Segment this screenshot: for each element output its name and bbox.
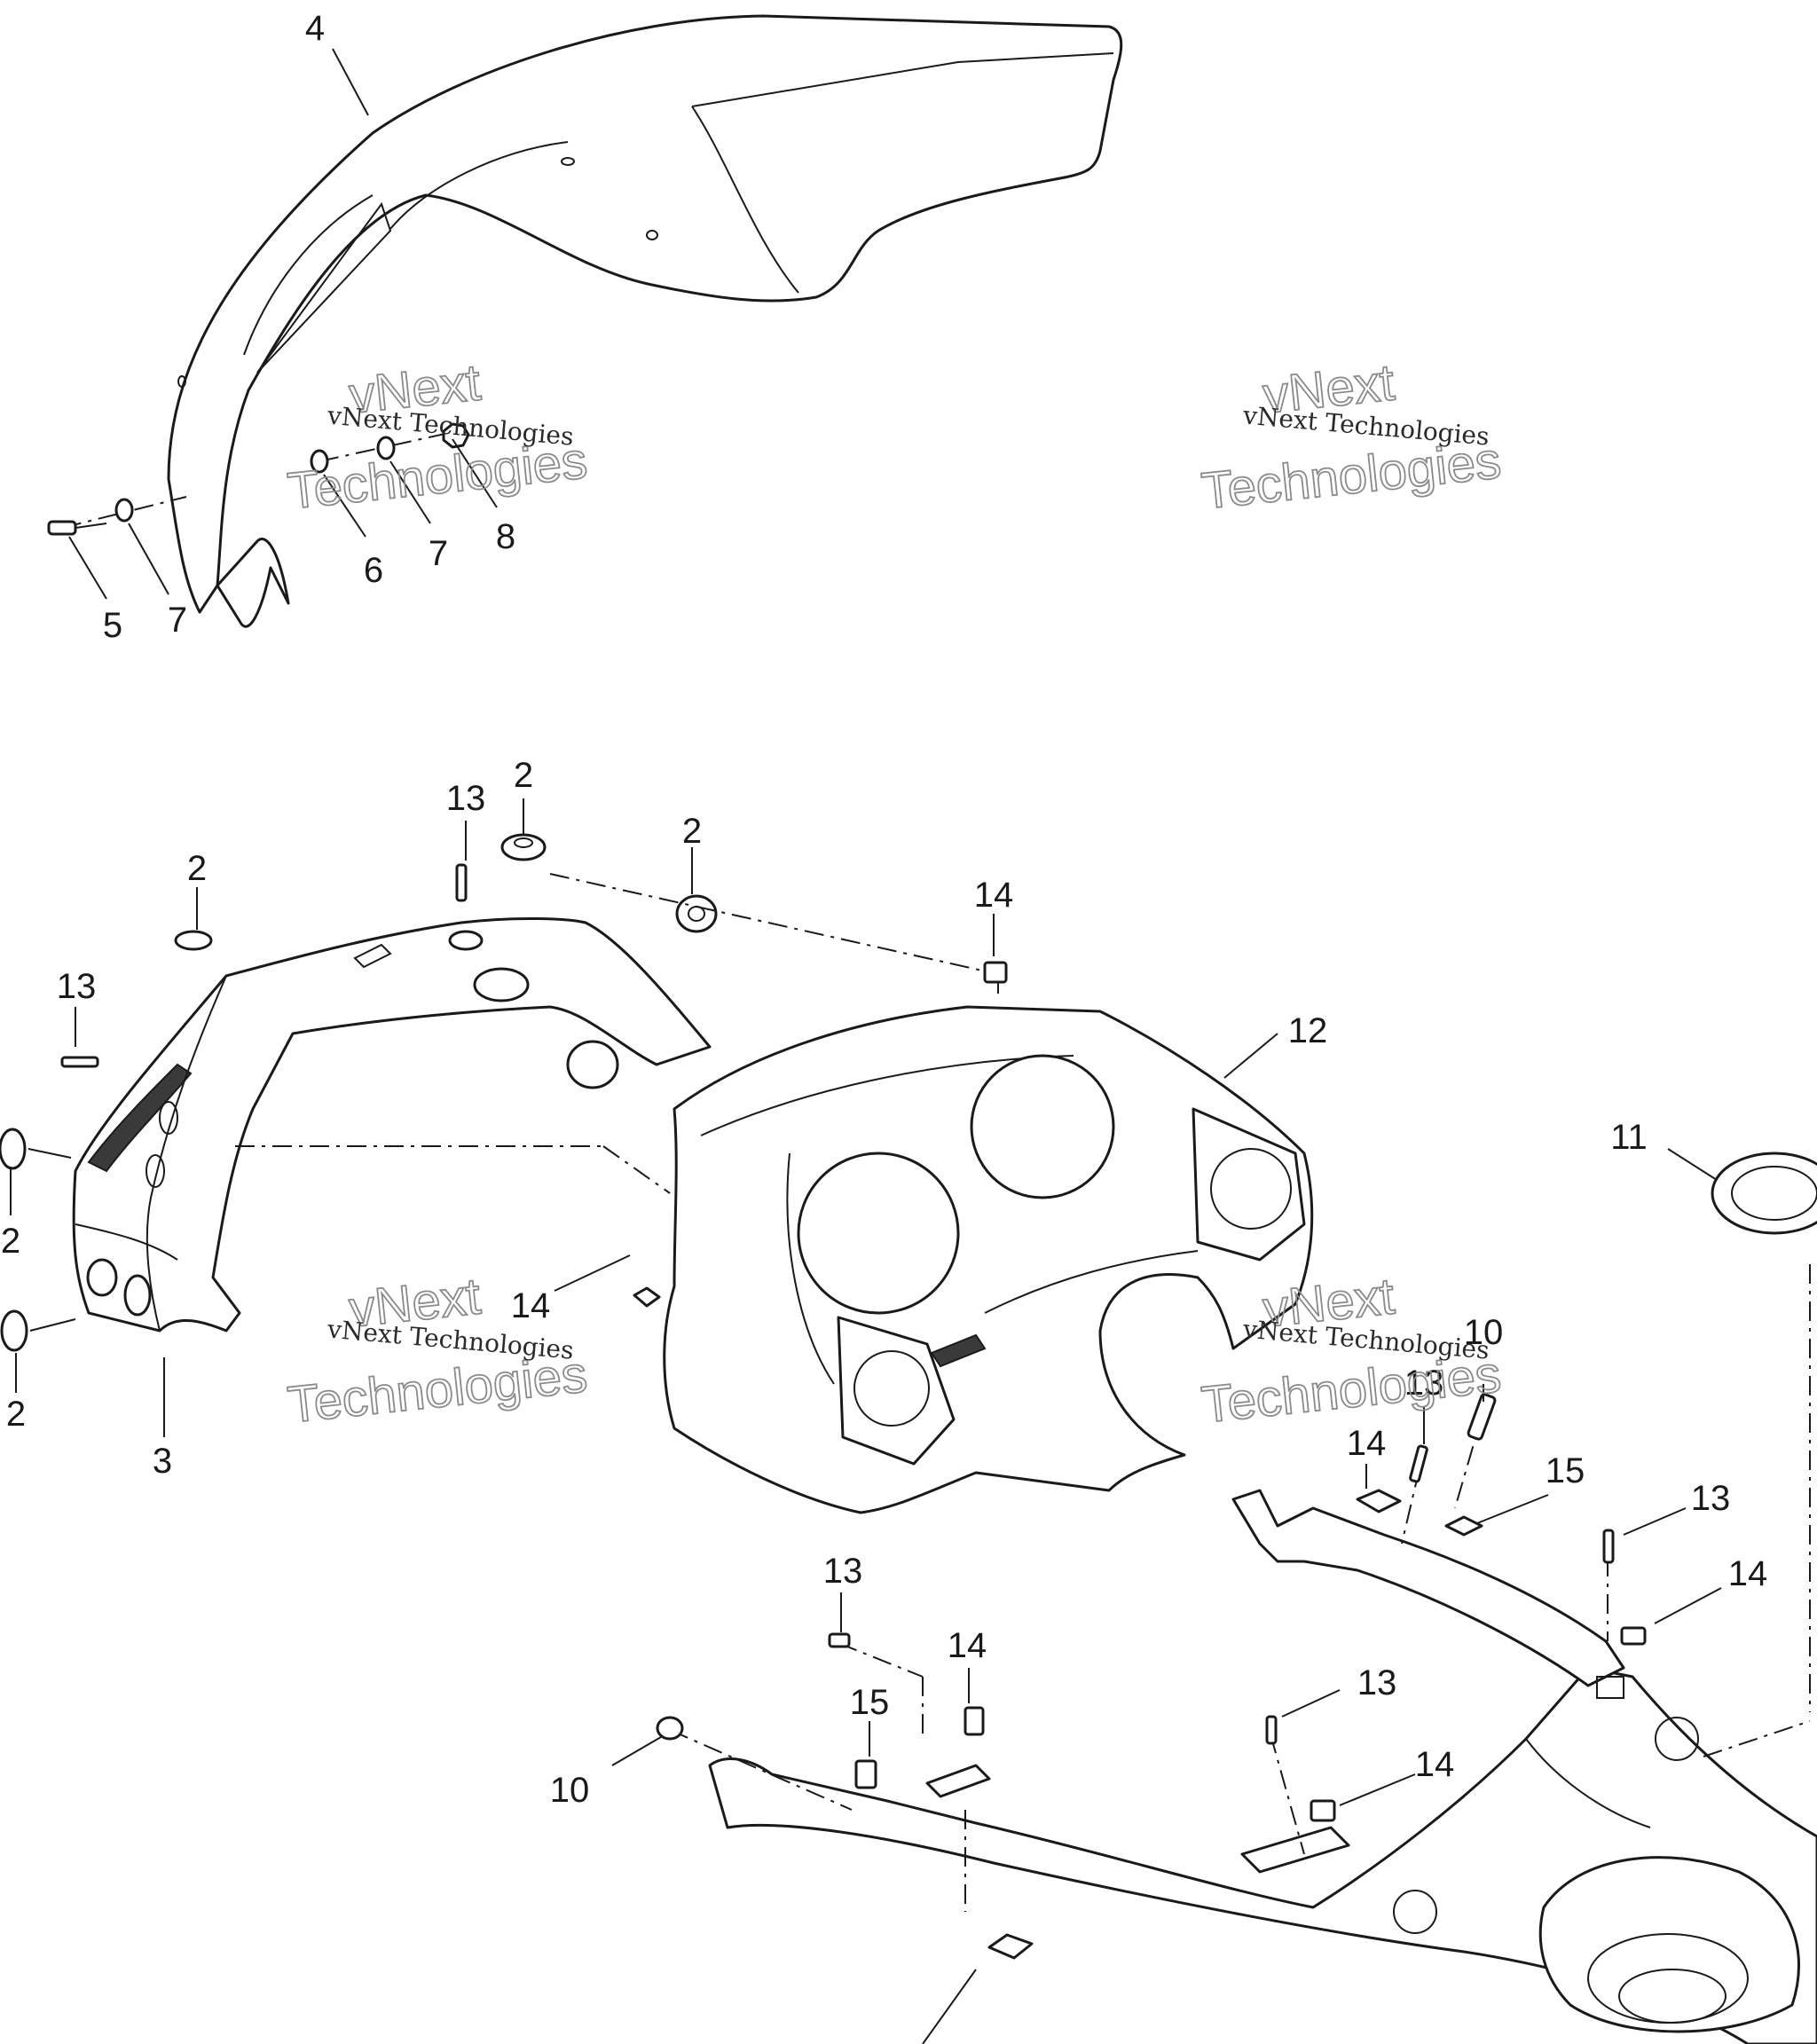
callout-screw-upper: 5 (103, 606, 122, 645)
callout-clip-lower-b: 14 (1415, 1745, 1455, 1784)
callout-washer-c: 6 (364, 551, 383, 590)
callout-bezel: 3 (153, 1442, 172, 1481)
callout-washer-a: 7 (168, 601, 187, 640)
callout-clip-left: 14 (511, 1286, 551, 1325)
callout-screw-lower-b: 13 (1357, 1663, 1397, 1702)
screw-13-right-a (1409, 1444, 1428, 1483)
screw-13-top (455, 863, 468, 902)
upper-hardware (47, 422, 470, 536)
lower-frame (708, 1489, 1817, 2044)
callout-clip-lower-a: 14 (948, 1626, 987, 1665)
callout-rivet-lower: 10 (550, 1771, 590, 1810)
leader-lines (10, 48, 1722, 2044)
clip-bottom (987, 1933, 1034, 1960)
grommets (0, 833, 718, 1352)
clip-14-right-a (1356, 1489, 1402, 1513)
bezel (72, 917, 712, 1333)
grommet-left-a (0, 1128, 27, 1170)
callout-clip-right-b: 14 (1728, 1554, 1768, 1593)
grommet-left-b (0, 1309, 28, 1352)
washer-7b (376, 436, 396, 460)
callout-grommet-top-b: 2 (682, 812, 702, 851)
clip-14-right-b (1620, 1626, 1647, 1646)
clip-14-lower-a (964, 1706, 985, 1736)
callout-rivet-right: 10 (1464, 1313, 1504, 1352)
callout-gasket-ring: 11 (1610, 1118, 1648, 1157)
instrument-panel (663, 1005, 1314, 1514)
gasket-ring (1711, 1152, 1817, 1235)
callout-screw-bezel-a: 13 (446, 779, 486, 818)
screw-13-right-b (1602, 1529, 1615, 1564)
callout-labels: 4 5 7 6 7 8 2 13 2 2 13 14 12 11 2 2 3 1… (1, 9, 1767, 1810)
callout-screw-right-b: 13 (1691, 1479, 1731, 1518)
callout-washer-b: 7 (429, 534, 448, 573)
rivet-10-lower (656, 1716, 684, 1741)
grommet-top-b (675, 894, 718, 933)
washer-6 (310, 449, 329, 474)
nut-8 (442, 422, 470, 449)
lower-hardware (235, 873, 1811, 1960)
screw-13-left (60, 1056, 99, 1068)
callout-clip-top: 14 (974, 876, 1014, 915)
callout-grommet-top-a: 2 (514, 756, 533, 795)
callout-screw-right-a: 13 (1404, 1364, 1444, 1403)
callout-clip-right-a: 14 (1347, 1424, 1387, 1463)
nut-15-right (1444, 1515, 1483, 1537)
screw-5 (47, 520, 77, 536)
rivet-10-right (1467, 1393, 1497, 1441)
callout-grommet-left-b: 2 (6, 1395, 26, 1434)
callout-nut-lower: 15 (850, 1683, 890, 1722)
callout-grommet-left-a: 2 (1, 1222, 20, 1261)
screw-13-lower-b (1265, 1715, 1278, 1745)
clip-left (633, 1286, 661, 1308)
callout-instrument-panel: 12 (1288, 1011, 1328, 1050)
clip-14-lower-b (1310, 1799, 1336, 1822)
screw-13-lower-a (828, 1632, 851, 1648)
washer-7a (114, 498, 134, 523)
callout-nut-right-a: 15 (1546, 1451, 1585, 1490)
callout-screw-lower-a: 13 (823, 1552, 863, 1591)
callout-screw-bezel-b: 13 (57, 967, 97, 1006)
windshield (167, 14, 1123, 628)
callout-nut-upper: 8 (496, 517, 515, 556)
clip-top (983, 961, 1008, 984)
callout-grommet-top-c: 2 (187, 849, 207, 888)
grommet-top-c (174, 930, 213, 951)
callout-windshield: 4 (305, 9, 325, 48)
nut-15-lower (854, 1759, 877, 1789)
